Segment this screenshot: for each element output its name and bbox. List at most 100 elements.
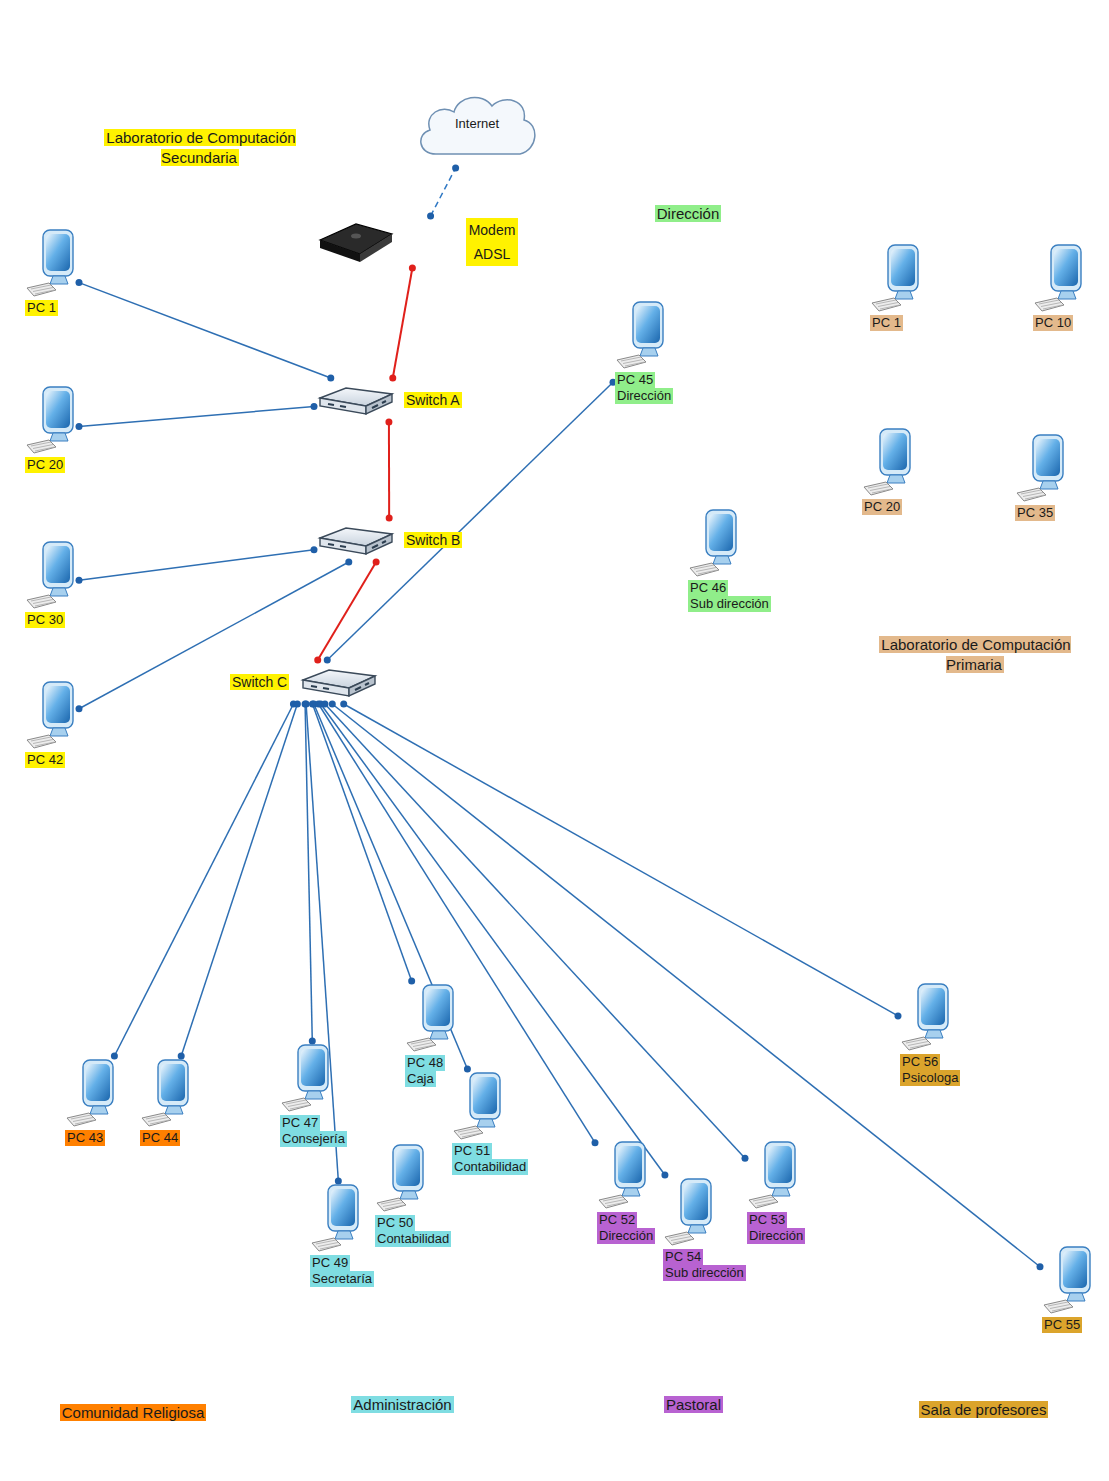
computer-node: PC 49Secretaría <box>310 1183 374 1287</box>
computer-label: Contabilidad <box>452 1159 528 1175</box>
area-title: Laboratorio de Computación Primaria <box>870 635 1080 675</box>
computer-node: PC 20 <box>25 385 77 473</box>
port-dot <box>592 1139 599 1146</box>
computer-label: Secretaría <box>310 1271 374 1287</box>
computer-node: PC 46Sub dirección <box>688 508 771 612</box>
port-dot <box>324 657 331 664</box>
port-dot <box>895 1012 902 1019</box>
computer-label: PC 56 <box>900 1054 940 1070</box>
network-cable <box>306 704 338 1181</box>
computer-icon <box>663 1177 715 1249</box>
port-dot <box>178 1053 185 1060</box>
port-dot <box>661 1172 668 1179</box>
modem-icon <box>316 218 396 266</box>
computer-node: PC 43 <box>65 1058 117 1146</box>
area-title: Comunidad Religiosa <box>28 1403 238 1423</box>
computer-node: PC 44 <box>140 1058 192 1146</box>
area-title-text: Sala de profesores <box>919 1401 1049 1418</box>
port-dot <box>373 559 380 566</box>
port-dot <box>311 546 318 553</box>
computer-label: PC 45 <box>615 372 655 388</box>
computer-label: PC 48 <box>405 1055 445 1071</box>
port-dot <box>76 423 83 430</box>
computer-label: Psicologa <box>900 1070 960 1086</box>
port-dot <box>464 1066 471 1073</box>
port-dot <box>303 701 310 708</box>
area-title: Sala de profesores <box>882 1400 1085 1420</box>
computer-label: PC 20 <box>25 457 65 473</box>
computer-node: PC 30 <box>25 540 77 628</box>
computer-node: PC 48Caja <box>405 983 457 1087</box>
computer-node: PC 54Sub dirección <box>663 1177 746 1281</box>
computer-node: PC 53Dirección <box>747 1140 805 1244</box>
computer-icon <box>747 1140 799 1212</box>
computer-node: PC 35 <box>1015 433 1067 521</box>
network-cable <box>79 550 314 581</box>
computer-icon <box>688 508 740 580</box>
switch-icon <box>316 380 396 420</box>
area-fill <box>862 910 1105 1463</box>
network-cable <box>321 704 665 1175</box>
device-label: Switch B <box>404 532 462 548</box>
computer-label: PC 44 <box>140 1130 180 1146</box>
area-title-text: Laboratorio de Computación Primaria <box>879 636 1070 673</box>
port-dot <box>385 419 392 426</box>
computer-icon <box>900 982 952 1054</box>
computer-icon <box>615 300 667 372</box>
network-cable <box>344 704 898 1016</box>
port-dot <box>111 1053 118 1060</box>
computer-node: PC 47Consejería <box>280 1043 347 1147</box>
computer-label: PC 54 <box>663 1249 703 1265</box>
port-dot <box>345 559 352 566</box>
computer-label: Contabilidad <box>375 1231 451 1247</box>
area-fill <box>578 178 833 720</box>
port-dot <box>294 701 301 708</box>
port-dot <box>452 165 459 172</box>
network-cable <box>318 704 595 1143</box>
port-dot <box>408 978 415 985</box>
computer-label: Dirección <box>597 1228 655 1244</box>
computer-icon <box>25 385 77 457</box>
port-dot <box>389 375 396 382</box>
computer-label: PC 52 <box>597 1212 637 1228</box>
computer-node: PC 51Contabilidad <box>452 1071 528 1175</box>
diagonal-line <box>579 179 832 719</box>
network-cable <box>79 406 314 426</box>
computer-node: PC 1 <box>870 243 922 331</box>
port-dot <box>742 1155 749 1162</box>
network-cable <box>327 382 613 660</box>
computer-icon <box>1042 1245 1094 1317</box>
computer-label: PC 51 <box>452 1143 492 1159</box>
internet-cloud: Internet <box>412 88 542 166</box>
network-cable <box>181 704 297 1056</box>
network-cable <box>431 168 456 216</box>
computer-icon <box>25 228 77 300</box>
computer-label: PC 53 <box>747 1212 787 1228</box>
area-region: DirecciónPC 45DirecciónPC 46Sub direcció… <box>578 178 833 720</box>
computer-label: PC 47 <box>280 1115 320 1131</box>
network-cable <box>325 704 745 1158</box>
computer-icon <box>280 1043 332 1115</box>
computer-icon <box>870 243 922 315</box>
port-dot <box>321 701 328 708</box>
area-title-text: Laboratorio de Computación Secundaria <box>104 129 295 166</box>
area-title: Pastoral <box>595 1395 792 1415</box>
area-title-text: Dirección <box>655 205 722 222</box>
network-cable <box>312 704 411 981</box>
area-title: Laboratorio de Computación Secundaria <box>80 128 320 168</box>
computer-label: PC 10 <box>1033 315 1073 331</box>
area-fill <box>855 35 1095 705</box>
computer-node: PC 56Psicologa <box>900 982 960 1086</box>
computer-label: Consejería <box>280 1131 347 1147</box>
port-dot <box>327 375 334 382</box>
computer-label: PC 55 <box>1042 1317 1082 1333</box>
port-dot <box>76 577 83 584</box>
computer-icon <box>25 540 77 612</box>
network-switch: Switch A <box>316 380 462 420</box>
computer-label: PC 1 <box>870 315 903 331</box>
network-cable <box>332 704 1040 1267</box>
switch-icon <box>299 662 379 702</box>
computer-label: PC 49 <box>310 1255 350 1271</box>
device-label: Switch A <box>404 392 462 408</box>
